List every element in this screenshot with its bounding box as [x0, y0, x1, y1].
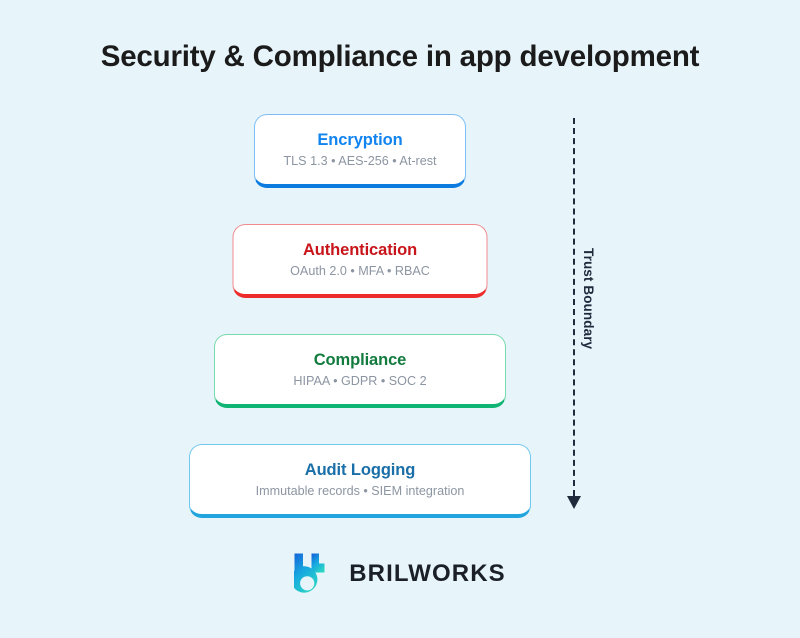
card-title: Compliance [313, 350, 407, 369]
security-layer-stack: Encryption TLS 1.3 • AES-256 • At-rest A… [189, 114, 531, 518]
card-title: Encryption [317, 130, 403, 149]
page-title: Security & Compliance in app development [100, 40, 700, 73]
card-subtitle: TLS 1.3 • AES-256 • At-rest [283, 153, 437, 168]
card-title: Authentication [302, 240, 418, 259]
card-subtitle: OAuth 2.0 • MFA • RBAC [290, 263, 430, 278]
card-title: Audit Logging [304, 460, 416, 479]
trust-boundary-label: Trust Boundary [581, 248, 596, 350]
card-subtitle: Immutable records • SIEM integration [255, 483, 465, 498]
brilworks-logo: BRILWORKS [0, 551, 800, 597]
card-encryption[interactable]: Encryption TLS 1.3 • AES-256 • At-rest [254, 114, 466, 188]
brilworks-b-mark-icon [294, 553, 325, 593]
card-audit-logging[interactable]: Audit Logging Immutable records • SIEM i… [189, 444, 531, 518]
card-compliance[interactable]: Compliance HIPAA • GDPR • SOC 2 [214, 334, 506, 408]
card-authentication[interactable]: Authentication OAuth 2.0 • MFA • RBAC [232, 224, 488, 298]
brilworks-wordmark: BRILWORKS [349, 560, 506, 587]
arrow-down-icon [567, 496, 581, 509]
card-subtitle: HIPAA • GDPR • SOC 2 [293, 373, 427, 388]
trust-boundary-dashed-line [573, 118, 575, 496]
